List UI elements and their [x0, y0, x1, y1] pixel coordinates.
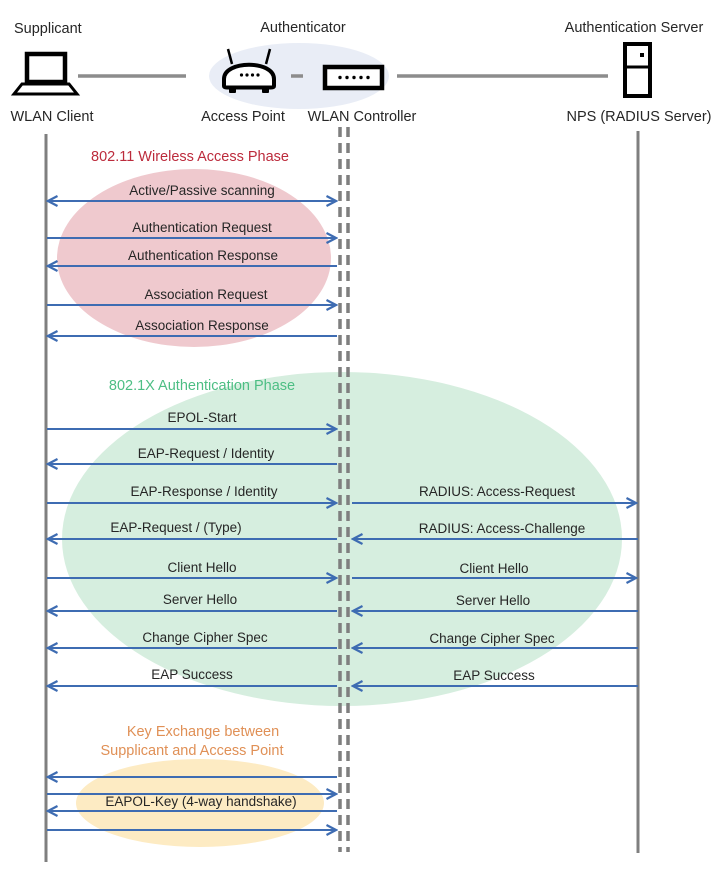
- role-authenticator-label: Authenticator: [260, 20, 346, 36]
- msg-eap-request-type-label: EAP-Request / (Type): [110, 520, 241, 535]
- device-wlan-client-label: WLAN Client: [11, 109, 94, 125]
- msg-eap-request-identity-label: EAP-Request / Identity: [138, 446, 275, 461]
- role-authentication-server-label: Authentication Server: [565, 20, 704, 36]
- msg-authentication-response-label: Authentication Response: [128, 248, 278, 263]
- device-nps-label: NPS (RADIUS Server): [566, 109, 711, 125]
- phase2-ellipse: [62, 372, 622, 706]
- server-icon: [623, 42, 652, 98]
- msg-change-cipher-left-label: Change Cipher Spec: [142, 630, 268, 645]
- role-supplicant-label: Supplicant: [14, 21, 82, 37]
- phase1-ellipse: [57, 169, 331, 347]
- msg-radius-access-request-label: RADIUS: Access-Request: [419, 484, 575, 499]
- msg-client-hello-right-label: Client Hello: [459, 561, 528, 576]
- access-point-icon: [222, 48, 276, 93]
- msg-epol-start-label: EPOL-Start: [167, 410, 236, 425]
- wlan-controller-icon: [322, 64, 385, 91]
- phase1-title: 802.11 Wireless Access Phase: [91, 149, 289, 165]
- msg-eapol-key-label: EAPOL-Key (4-way handshake): [105, 794, 296, 809]
- laptop-icon: [10, 51, 81, 96]
- msg-eap-success-left-label: EAP Success: [151, 667, 233, 682]
- msg-association-request-label: Association Request: [144, 287, 267, 302]
- msg-client-hello-left-label: Client Hello: [167, 560, 236, 575]
- phase3-ellipse: [76, 759, 324, 847]
- phase2-title: 802.1X Authentication Phase: [109, 378, 295, 394]
- msg-eap-success-right-label: EAP Success: [453, 668, 535, 683]
- device-access-point-label: Access Point: [201, 109, 285, 125]
- msg-server-hello-left-label: Server Hello: [163, 592, 237, 607]
- phase3-title-line1: Key Exchange between: [127, 724, 279, 740]
- device-wlan-controller-label: WLAN Controller: [308, 109, 417, 125]
- msg-server-hello-right-label: Server Hello: [456, 593, 530, 608]
- msg-authentication-request-label: Authentication Request: [132, 220, 272, 235]
- msg-scanning-label: Active/Passive scanning: [129, 183, 275, 198]
- msg-radius-access-challenge-label: RADIUS: Access-Challenge: [419, 521, 586, 536]
- msg-eap-response-identity-label: EAP-Response / Identity: [130, 484, 277, 499]
- phase3-title-line2: Supplicant and Access Point: [101, 743, 284, 759]
- msg-association-response-label: Association Response: [135, 318, 269, 333]
- msg-change-cipher-right-label: Change Cipher Spec: [429, 631, 555, 646]
